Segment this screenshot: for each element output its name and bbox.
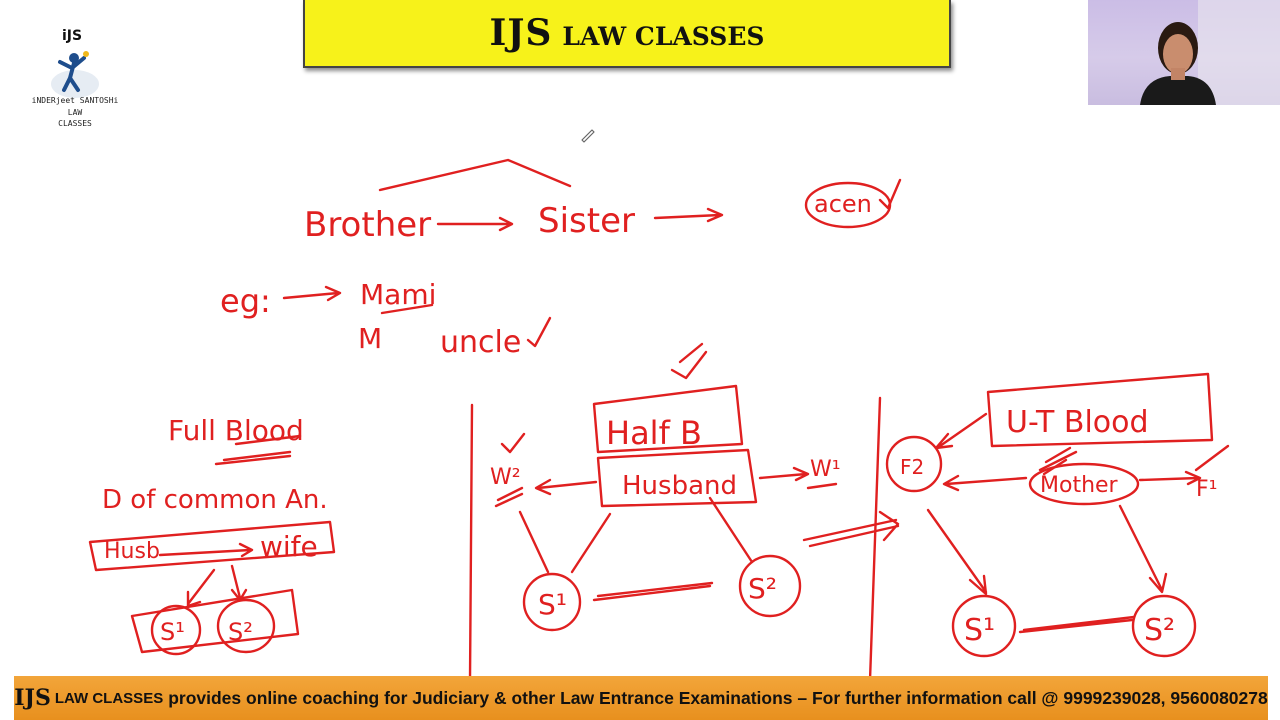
label-d-common: D of common An. [102,485,328,515]
arrow-to-s2-right [1118,504,1168,594]
link-s1-s2-right [1018,615,1136,634]
label-full-blood: Full Blood [168,414,304,447]
label-s2-small: S² [228,618,253,646]
s1-right-circle [951,594,1017,658]
banner-subtitle: LAW CLASSES [562,21,765,51]
uncle-check [526,316,552,348]
husb-wife-box [88,520,336,572]
arrow-husb-wife [158,542,254,558]
whiteboard-canvas: Brother Sister acen eg: Mami M uncle Ful… [88,129,1230,680]
label-s2-right: S² [1144,613,1175,648]
half-b-box [592,384,744,454]
s2-mid-circle [738,554,802,618]
w2-check [500,432,526,454]
mother-ellipse [1028,462,1140,506]
arrow-to-w2 [534,478,598,496]
arrow-to-s1 [186,568,216,608]
f2-circle [885,435,943,493]
label-uncle: uncle [440,325,521,360]
footer-law: LAW CLASSES [54,689,164,707]
label-m: M [358,322,382,355]
label-s2-mid: S² [748,572,777,605]
link-s1-s2-mid [592,581,714,602]
w2-strike [494,486,524,508]
label-mother: Mother [1040,473,1119,498]
mami-underline [380,303,434,315]
s1-small-circle [150,604,202,656]
s2-right-circle [1131,594,1197,658]
f1-stroke [1194,444,1230,472]
mother-scribble [1038,446,1078,476]
arrow-sister-right [653,207,724,223]
label-half-b: Half B [606,414,702,452]
footer-brand: IJS [14,685,51,711]
arrow-mid-right [802,510,900,548]
logo-line-3: CLASSES [58,119,92,128]
logo-line-1: iNDERjeet SANTOSHi [31,96,119,105]
arrow-mother-f1 [1138,470,1202,486]
s2-small-circle [216,598,276,654]
ijs-logo: iJS iNDERjeet SANTOSHi LAW CLASSES [30,26,120,132]
arrow-eg [282,285,342,302]
banner-brand: IJS [489,12,553,54]
label-husb: Husb [104,539,160,564]
label-f2: F2 [900,455,924,479]
label-wife: wife [260,530,318,563]
label-w1: W¹ [810,457,841,482]
footer-ticker: IJS LAW CLASSES provides online coaching… [14,676,1268,720]
husband-box [596,448,758,508]
divider-left [468,403,474,680]
label-s1-right: S¹ [964,613,995,648]
ut-blood-box [986,372,1214,448]
title-banner: IJS LAW CLASSES [303,0,951,68]
acen-check [878,178,902,210]
label-husband: Husband [622,471,737,501]
label-brother: Brother [304,205,431,245]
arrow-box-to-f2 [934,412,988,450]
label-sister: Sister [538,201,635,241]
arrow-to-w1 [758,466,810,482]
logo-line-2: LAW [67,108,83,117]
presenter-video [1140,0,1280,105]
half-b-check [670,342,708,380]
s-box [130,588,300,654]
footer-text: provides online coaching for Judiciary &… [168,687,1268,708]
label-ut-blood: U-T Blood [1006,405,1149,440]
label-s1-mid: S¹ [538,588,567,621]
blood-underlines [214,434,302,466]
webcam-feed [1088,0,1280,105]
label-w2: W² [490,465,521,490]
label-acen: acen [814,190,872,218]
roof-stroke [378,158,572,192]
arrow-mother-f2 [942,474,1028,492]
line-to-s2 [708,496,754,564]
label-eg: eg: [220,282,271,320]
lines-to-s1 [518,510,612,574]
divider-right [868,396,882,680]
label-s1-small: S¹ [160,618,185,646]
label-mami: Mami [360,278,436,311]
arrow-to-s1-right [926,508,988,596]
logo-figure-icon [51,51,99,98]
pen-cursor-icon [581,129,595,143]
label-f1: F¹ [1196,477,1217,502]
w1-underline [806,482,838,490]
s1-mid-circle [522,572,582,632]
arrow-to-s2 [230,564,248,602]
arrow-brother-sister [436,216,514,232]
logo-top-text: iJS [62,28,83,44]
